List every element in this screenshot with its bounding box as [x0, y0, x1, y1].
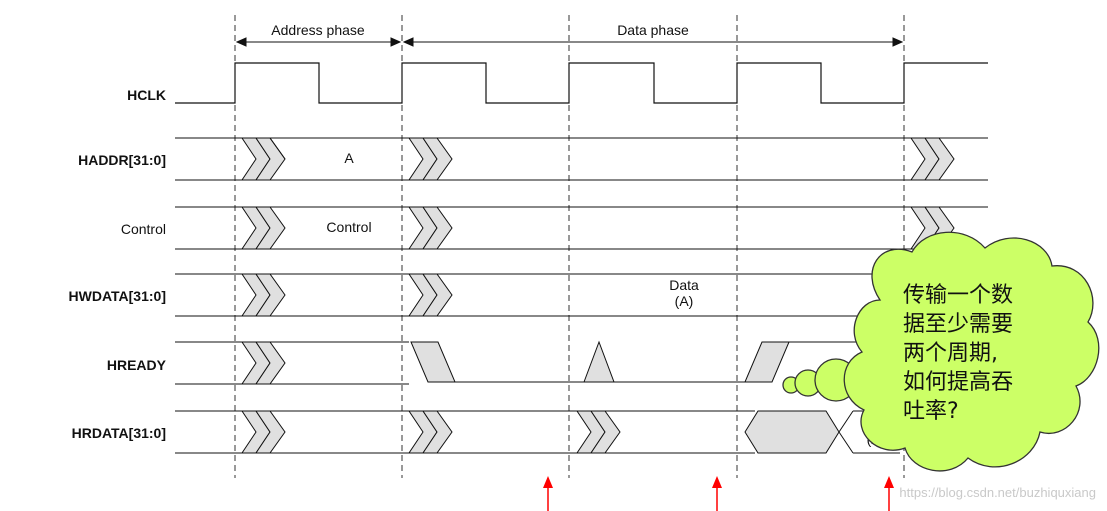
address-phase-marker — [235, 37, 402, 47]
arrowhead-left-icon — [235, 37, 247, 47]
address-phase-label: Address phase — [271, 22, 365, 38]
signal-label-hclk: HCLK — [127, 87, 166, 103]
callout-line-4: 如何提高吞 — [903, 370, 1013, 395]
callout-line-1: 传输一个数 — [903, 283, 1013, 308]
hready-waveform — [175, 340, 860, 385]
hwdata-value-data: Data — [669, 277, 699, 293]
signal-label-control: Control — [121, 221, 166, 237]
thought-cloud-callout — [782, 231, 1100, 472]
control-value: Control — [326, 219, 371, 235]
red-up-arrow-icon — [543, 476, 553, 511]
arrowhead-right-icon — [390, 37, 402, 47]
hwdata-value-a: (A) — [675, 293, 694, 309]
signal-label-haddr: HADDR[31:0] — [78, 152, 166, 168]
watermark: https://blog.csdn.net/buzhiquxiang — [899, 485, 1096, 500]
haddr-value-a: A — [344, 150, 354, 166]
red-up-arrow-icon — [712, 476, 722, 511]
hclk-waveform — [175, 62, 988, 104]
arrowhead-right-icon — [892, 37, 904, 47]
haddr-waveform — [175, 137, 988, 181]
signal-label-hready: HREADY — [107, 357, 167, 373]
data-phase-marker — [402, 37, 904, 47]
signal-label-hrdata: HRDATA[31:0] — [72, 425, 166, 441]
control-waveform — [175, 206, 988, 250]
callout-line-2: 据至少需要 — [903, 312, 1013, 337]
signal-label-hwdata: HWDATA[31:0] — [69, 288, 166, 304]
callout-line-5: 吐率? — [903, 399, 959, 424]
hwdata-waveform — [175, 273, 911, 317]
cloud-body — [843, 231, 1100, 472]
arrowhead-left-icon — [402, 37, 414, 47]
hrdata-waveform — [175, 410, 900, 454]
sample-arrows — [543, 476, 894, 511]
data-phase-label: Data phase — [617, 22, 689, 38]
red-up-arrow-icon — [884, 476, 894, 511]
callout-line-3: 两个周期, — [903, 341, 998, 366]
